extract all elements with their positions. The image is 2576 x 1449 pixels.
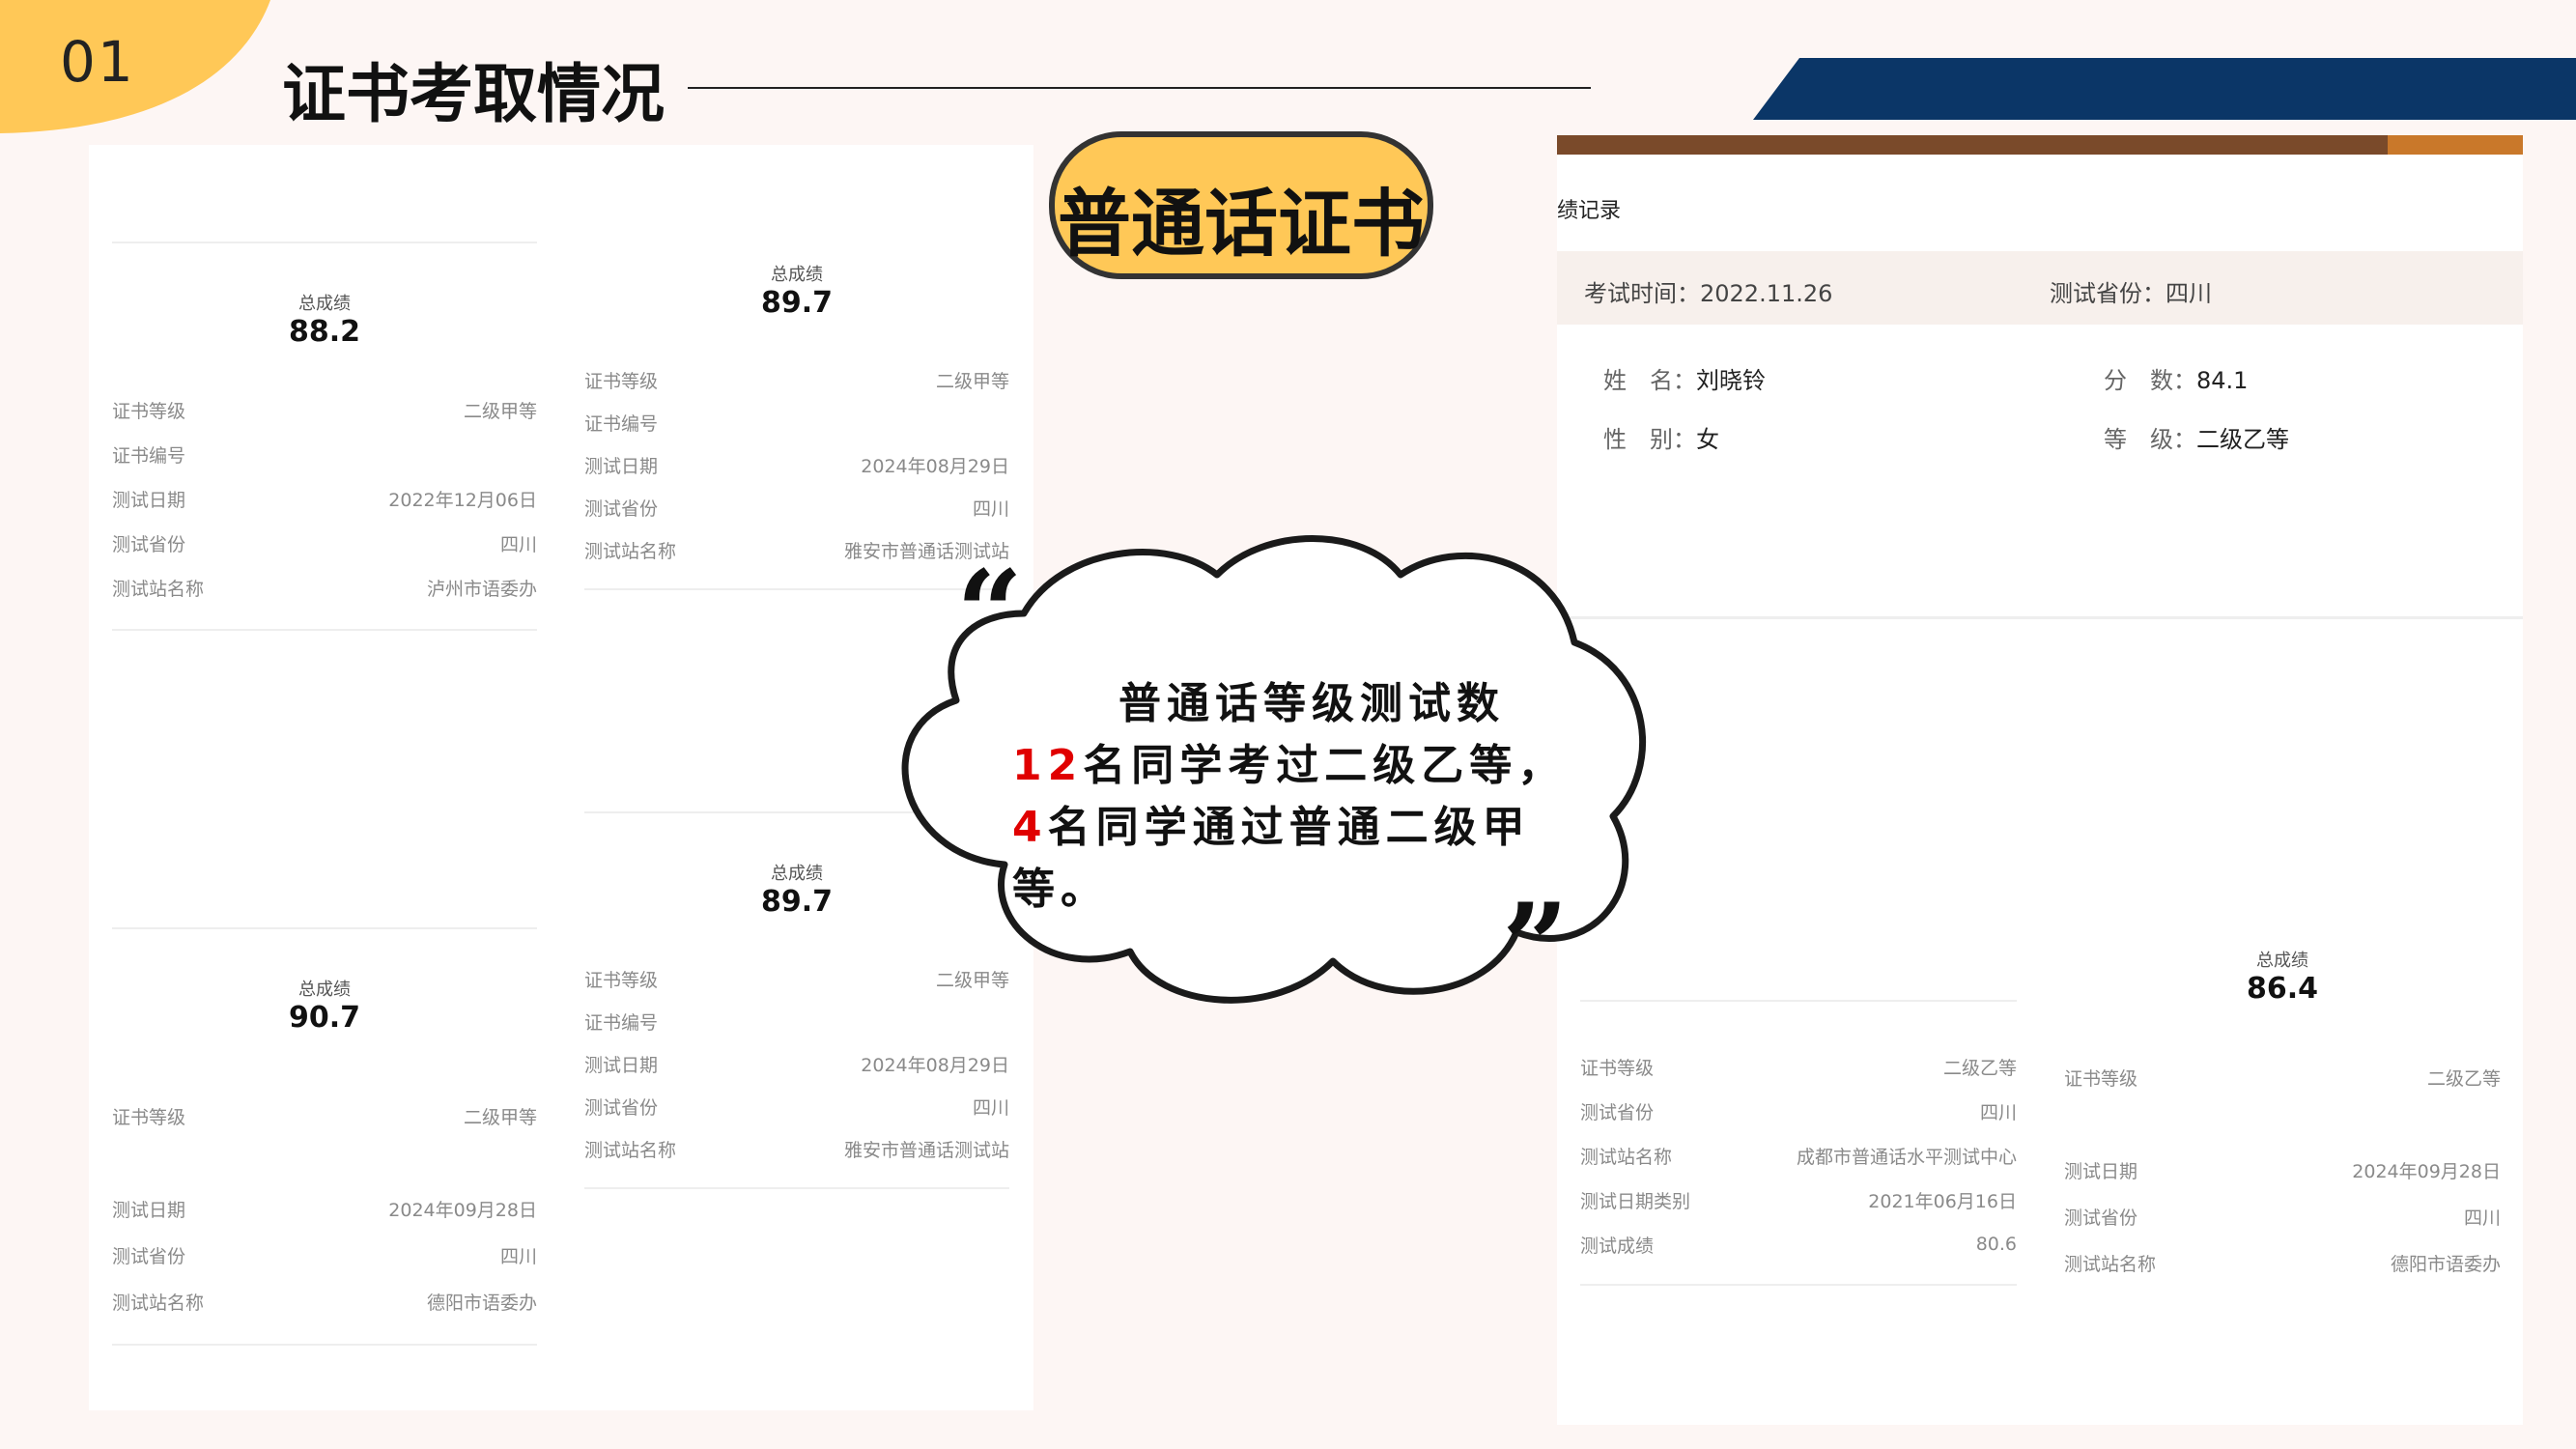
bubble-text-line-2: 12名同学考过二级乙等， bbox=[1012, 741, 1567, 790]
total-score-value: 88.2 bbox=[288, 315, 361, 349]
record-info-band bbox=[1557, 251, 2523, 325]
divider bbox=[1557, 616, 2523, 619]
total-score-label: 总成绩 bbox=[298, 980, 351, 1000]
title-underline bbox=[688, 87, 1591, 89]
record-top-bar bbox=[1557, 135, 2388, 155]
info-row: 测试省份四川 bbox=[1580, 1101, 2017, 1123]
divider bbox=[112, 242, 537, 243]
info-row: 测试站名称德阳市语委办 bbox=[112, 1292, 537, 1314]
info-row: 测试站名称雅安市普通话测试站 bbox=[584, 540, 1009, 562]
quote-close-mark: ” bbox=[1502, 878, 1570, 1014]
divider bbox=[584, 811, 1009, 813]
certificate-screenshots-panel bbox=[89, 145, 1033, 1410]
score-field: 分 数：84.1 bbox=[2104, 367, 2249, 394]
exam-record-card bbox=[1557, 135, 2523, 1425]
info-row: 测试省份四川 bbox=[112, 1245, 537, 1267]
gender-field: 性 别：女 bbox=[1603, 426, 1719, 453]
info-row: 测试省份四川 bbox=[112, 533, 537, 555]
section-number: 01 bbox=[60, 29, 135, 95]
info-row: 测试站名称成都市普通话水平测试中心 bbox=[1580, 1146, 2017, 1168]
test-province: 测试省份：四川 bbox=[2050, 280, 2212, 307]
info-row: 证书等级二级甲等 bbox=[112, 400, 537, 422]
info-row: 证书编号 bbox=[584, 1011, 659, 1034]
count-12: 12 bbox=[1012, 741, 1084, 790]
info-row: 测试站名称雅安市普通话测试站 bbox=[584, 1139, 1009, 1161]
info-row: 测试站名称泸州市语委办 bbox=[112, 578, 537, 600]
divider bbox=[584, 1187, 1009, 1189]
info-row: 证书等级二级乙等 bbox=[1580, 1057, 2017, 1079]
divider bbox=[584, 588, 1009, 590]
bubble-text-line-4: 等。 bbox=[1012, 865, 1109, 914]
quote-open-mark: “ bbox=[956, 545, 1024, 681]
info-row: 测试省份四川 bbox=[584, 497, 1009, 520]
info-row: 证书等级二级甲等 bbox=[584, 969, 1009, 991]
page-title: 证书考取情况 bbox=[282, 56, 665, 131]
divider bbox=[112, 1344, 537, 1346]
record-heading: 绩记录 bbox=[1557, 199, 1622, 223]
info-row: 证书编号 bbox=[112, 444, 186, 467]
total-score-value: 90.7 bbox=[288, 1001, 361, 1035]
info-row: 证书编号 bbox=[584, 412, 659, 435]
total-score-value: 86.4 bbox=[2246, 972, 2319, 1006]
divider bbox=[1580, 1000, 2017, 1002]
exam-time: 考试时间：2022.11.26 bbox=[1584, 280, 1833, 307]
total-score-value: 89.7 bbox=[760, 286, 834, 320]
count-4: 4 bbox=[1012, 803, 1048, 852]
level-field: 等 级：二级乙等 bbox=[2104, 426, 2289, 453]
section-number-badge bbox=[0, 0, 270, 133]
record-top-bar-accent bbox=[2388, 135, 2523, 155]
navy-accent-bar bbox=[1753, 58, 2576, 120]
cloud-speech-bubble bbox=[901, 535, 1647, 1004]
name-field: 姓 名：刘晓铃 bbox=[1603, 367, 1766, 394]
divider bbox=[112, 927, 537, 929]
info-row: 证书等级二级甲等 bbox=[112, 1106, 537, 1128]
badge-title: 普通话证书 bbox=[1058, 181, 1425, 267]
putonghua-certificate-badge bbox=[1049, 131, 1433, 279]
total-score-value: 89.7 bbox=[760, 885, 834, 919]
bubble-text-line-3: 4名同学通过普通二级甲 bbox=[1012, 803, 1531, 852]
total-score-label: 总成绩 bbox=[771, 265, 823, 285]
info-row: 测试站名称德阳市语委办 bbox=[2064, 1253, 2501, 1275]
divider bbox=[1580, 1284, 2017, 1286]
certificate-card: 证书等级二级乙等 测试省份四川 测试站名称成都市普通话水平测试中心 测试日期类别… bbox=[1580, 1000, 2017, 1286]
info-row: 证书等级二级乙等 bbox=[2064, 1067, 2501, 1090]
divider bbox=[112, 629, 537, 631]
total-score-label: 总成绩 bbox=[771, 864, 823, 884]
info-row: 测试省份四川 bbox=[2064, 1207, 2501, 1229]
info-row: 证书等级二级甲等 bbox=[584, 370, 1009, 392]
info-row: 测试省份四川 bbox=[584, 1096, 1009, 1119]
total-score-label: 总成绩 bbox=[298, 294, 351, 314]
total-score-label: 总成绩 bbox=[2256, 951, 2308, 971]
bubble-text-line-1: 普通话等级测试数 bbox=[1118, 679, 1505, 728]
